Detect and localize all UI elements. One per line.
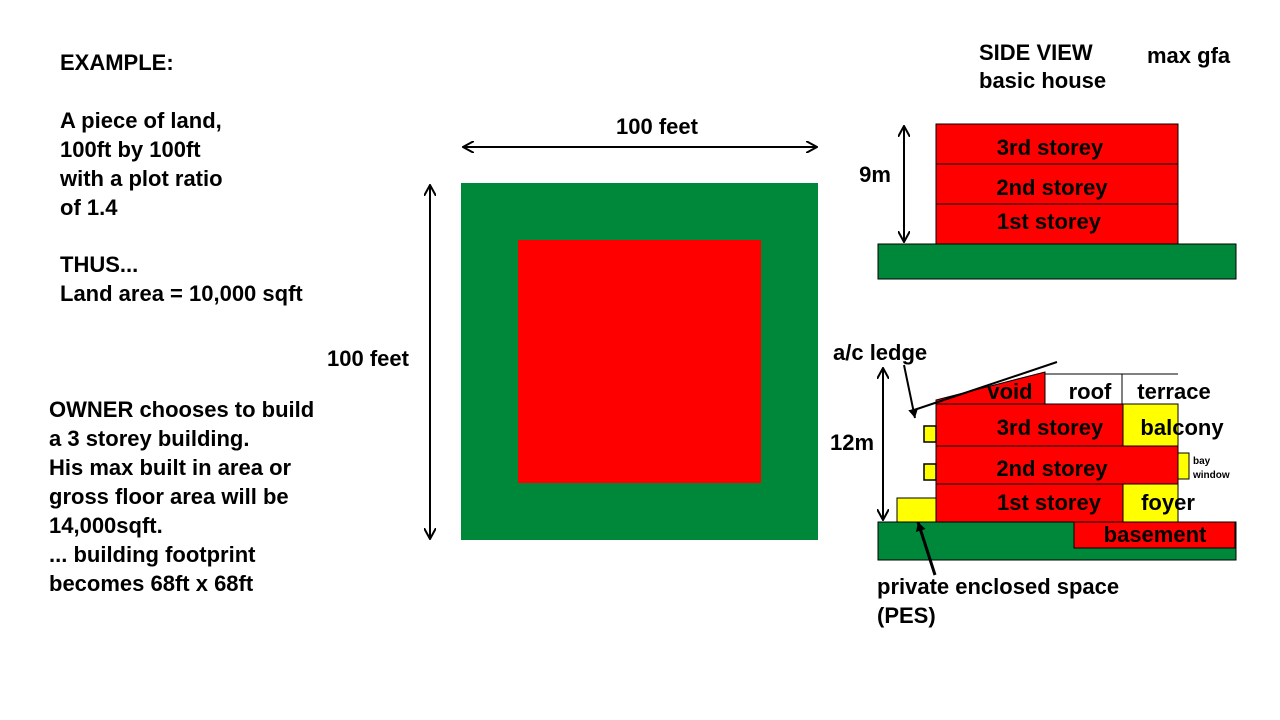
- max-3rd-storey-label: 3rd storey: [997, 415, 1104, 440]
- owner-line: His max built in area or: [49, 455, 292, 480]
- ac-ledge-2nd: [923, 463, 937, 481]
- pes-pointer: [915, 521, 937, 576]
- terrace-label: terrace: [1137, 379, 1210, 404]
- basic-ground: [877, 243, 1237, 280]
- max-2nd-storey: [935, 445, 1179, 485]
- owner-line: gross floor area will be: [49, 484, 289, 509]
- max-2nd-storey-label: 2nd storey: [996, 456, 1108, 481]
- max-gfa-title: max gfa: [1147, 43, 1231, 68]
- owner-line: becomes 68ft x 68ft: [49, 571, 254, 596]
- basic-3rd-storey-label: 3rd storey: [997, 135, 1104, 160]
- owner-line: a 3 storey building.: [49, 426, 250, 451]
- pes-label-line1: private enclosed space: [877, 574, 1119, 599]
- max-1st-storey-label: 1st storey: [997, 490, 1102, 515]
- foyer-label: foyer: [1141, 490, 1195, 515]
- owner-line: OWNER chooses to build: [49, 397, 315, 422]
- pes-block: [896, 497, 937, 523]
- void-label: void: [987, 379, 1032, 404]
- foyer-block: [1122, 483, 1179, 523]
- land-line: 100ft by 100ft: [60, 137, 201, 162]
- basic-2nd-storey-label: 2nd storey: [996, 175, 1108, 200]
- basic-3rd-storey: [935, 123, 1179, 165]
- plot-width-label: 100 feet: [616, 114, 699, 139]
- basic-height-label: 9m: [859, 162, 891, 187]
- roof-label: roof: [1069, 379, 1112, 404]
- pes-label-line2: (PES): [877, 603, 936, 628]
- example-heading: EXAMPLE:: [60, 50, 174, 75]
- land-description: A piece of land, 100ft by 100ft with a p…: [60, 106, 223, 222]
- basic-2nd-storey: [935, 163, 1179, 205]
- bay-window-label-line2: window: [1192, 470, 1230, 481]
- max-height-label: 12m: [830, 430, 874, 455]
- building-footprint: [518, 240, 761, 483]
- basic-1st-storey: [935, 203, 1179, 245]
- balcony-label: balcony: [1140, 415, 1224, 440]
- thus-label: THUS...: [60, 252, 139, 277]
- roof-slope-line: [913, 361, 1058, 411]
- ac-ledge-label: a/c ledge: [833, 340, 927, 365]
- land-line: with a plot ratio: [60, 166, 223, 191]
- thus-block: THUS... Land area = 10,000 sqft: [60, 250, 303, 308]
- owner-description: OWNER chooses to build a 3 storey buildi…: [49, 395, 314, 598]
- bay-window-block: [1177, 452, 1190, 480]
- balcony-block: [1122, 403, 1179, 447]
- owner-line: ... building footprint: [49, 542, 256, 567]
- plot-height-label: 100 feet: [327, 346, 410, 371]
- land-area: Land area = 10,000 sqft: [60, 281, 303, 306]
- basic-1st-storey-label: 1st storey: [997, 209, 1102, 234]
- land-line: A piece of land,: [60, 108, 222, 133]
- land-line: of 1.4: [60, 195, 118, 220]
- ac-ledge-3rd: [923, 425, 937, 443]
- bay-window-label-line1: bay: [1193, 456, 1211, 467]
- basement-label: basement: [1104, 522, 1207, 547]
- side-view-title: SIDE VIEW: [979, 40, 1093, 65]
- owner-line: 14,000sqft.: [49, 513, 163, 538]
- side-view-subtitle: basic house: [979, 68, 1106, 93]
- ac-ledge-pointer: [903, 364, 919, 419]
